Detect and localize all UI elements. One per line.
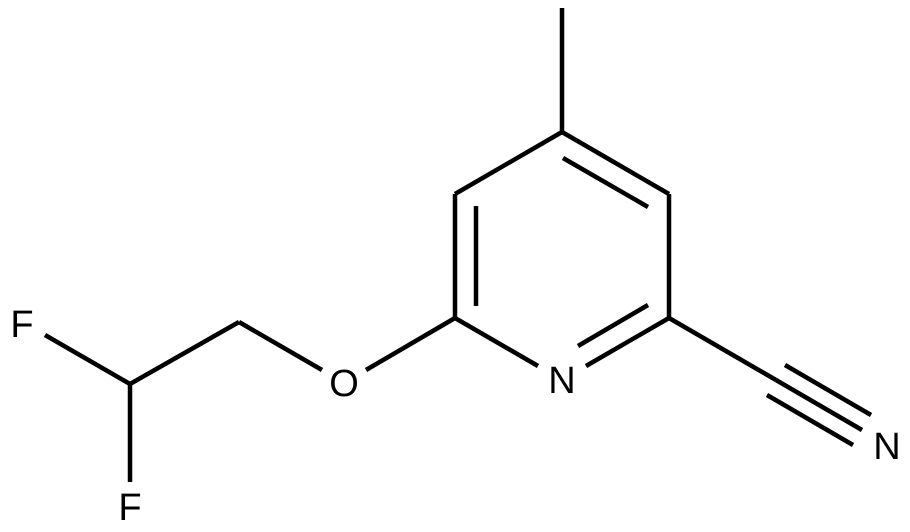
ring-nitrogen-label: N [548, 360, 575, 402]
ch2-to-chf2-bond [128, 320, 241, 386]
cyano-single-bond [667, 316, 778, 382]
ring-bond-c2-n1 [584, 316, 671, 368]
oxygen-to-ch2-bond [237, 320, 324, 372]
ring-bond-c4-c3-inner [561, 156, 650, 209]
ring-bond-c4-c3 [560, 130, 671, 196]
cyano-triple-bond-center [774, 378, 864, 432]
cyano-triple-bond-lower [765, 393, 855, 447]
ether-oxygen-label: O [329, 363, 359, 405]
cyano-triple-bond-upper [783, 363, 873, 417]
fluorine-top-label: F [10, 304, 33, 346]
ring-bond-c2-n1-inner [576, 303, 650, 348]
nitrile-nitrogen-label: N [873, 426, 900, 468]
fluorine-bottom-label: F [118, 487, 141, 529]
ring-to-oxygen-bond [364, 316, 457, 372]
ring-bond-n1-c6 [453, 316, 540, 368]
chf2-to-f-top-bond [43, 333, 132, 386]
ring-bond-c5-c4 [453, 130, 564, 196]
